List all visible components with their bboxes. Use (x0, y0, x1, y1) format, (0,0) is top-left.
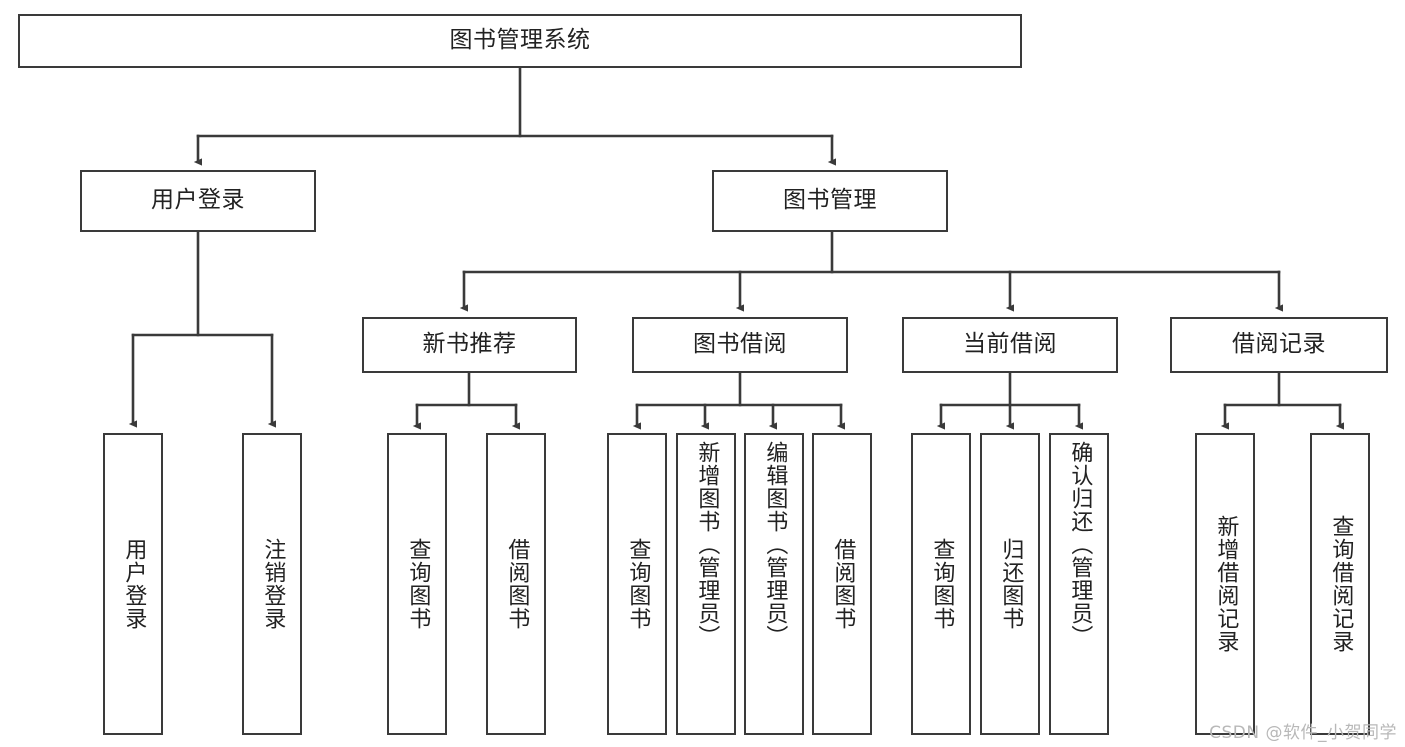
node-leaf-user-login[interactable]: 用户登录 (103, 433, 163, 735)
node-label: 新增借阅记录 (1213, 515, 1239, 653)
node-label: 借阅图书 (830, 538, 856, 630)
node-label: 查询借阅记录 (1328, 515, 1354, 653)
node-label: 确认归还（管理员） (1067, 441, 1093, 648)
node-leaf-query-borrow-record[interactable]: 查询借阅记录 (1310, 433, 1370, 735)
node-book-management[interactable]: 图书管理 (712, 170, 948, 232)
node-label: 新书推荐 (422, 331, 517, 358)
node-label: 用户登录 (151, 187, 245, 214)
node-label: 查询图书 (625, 538, 651, 630)
node-root-book-management-system[interactable]: 图书管理系统 (18, 14, 1022, 68)
node-label: 图书借阅 (693, 331, 787, 358)
node-label: 查询图书 (929, 538, 955, 630)
node-label: 当前借阅 (963, 331, 1057, 358)
node-leaf-edit-book-admin[interactable]: 编辑图书（管理员） (744, 433, 804, 735)
node-label: 新增图书（管理员） (694, 441, 720, 648)
node-new-book-recommend[interactable]: 新书推荐 (362, 317, 577, 373)
node-label: 用户登录 (121, 538, 147, 630)
node-leaf-query-book-current[interactable]: 查询图书 (911, 433, 971, 735)
node-label: 注销登录 (260, 538, 286, 630)
node-label: 借阅图书 (504, 538, 530, 630)
node-leaf-query-book-borrow[interactable]: 查询图书 (607, 433, 667, 735)
node-leaf-borrow-book[interactable]: 借阅图书 (812, 433, 872, 735)
node-leaf-borrow-book-recommend[interactable]: 借阅图书 (486, 433, 546, 735)
node-leaf-add-borrow-record[interactable]: 新增借阅记录 (1195, 433, 1255, 735)
node-label: 归还图书 (998, 538, 1024, 630)
node-leaf-return-book[interactable]: 归还图书 (980, 433, 1040, 735)
node-label: 图书管理 (783, 187, 877, 214)
node-leaf-confirm-return-admin[interactable]: 确认归还（管理员） (1049, 433, 1109, 735)
node-label: 编辑图书（管理员） (762, 441, 788, 648)
node-current-borrow[interactable]: 当前借阅 (902, 317, 1118, 373)
node-label: 查询图书 (405, 538, 431, 630)
node-leaf-add-book-admin[interactable]: 新增图书（管理员） (676, 433, 736, 735)
node-book-borrow[interactable]: 图书借阅 (632, 317, 848, 373)
node-borrow-record[interactable]: 借阅记录 (1170, 317, 1388, 373)
node-leaf-query-book-recommend[interactable]: 查询图书 (387, 433, 447, 735)
node-label: 借阅记录 (1232, 331, 1326, 358)
node-leaf-logout[interactable]: 注销登录 (242, 433, 302, 735)
node-user-login[interactable]: 用户登录 (80, 170, 316, 232)
watermark: CSDN @软件_小贺同学 (1209, 723, 1397, 743)
node-label: 图书管理系统 (449, 27, 591, 54)
